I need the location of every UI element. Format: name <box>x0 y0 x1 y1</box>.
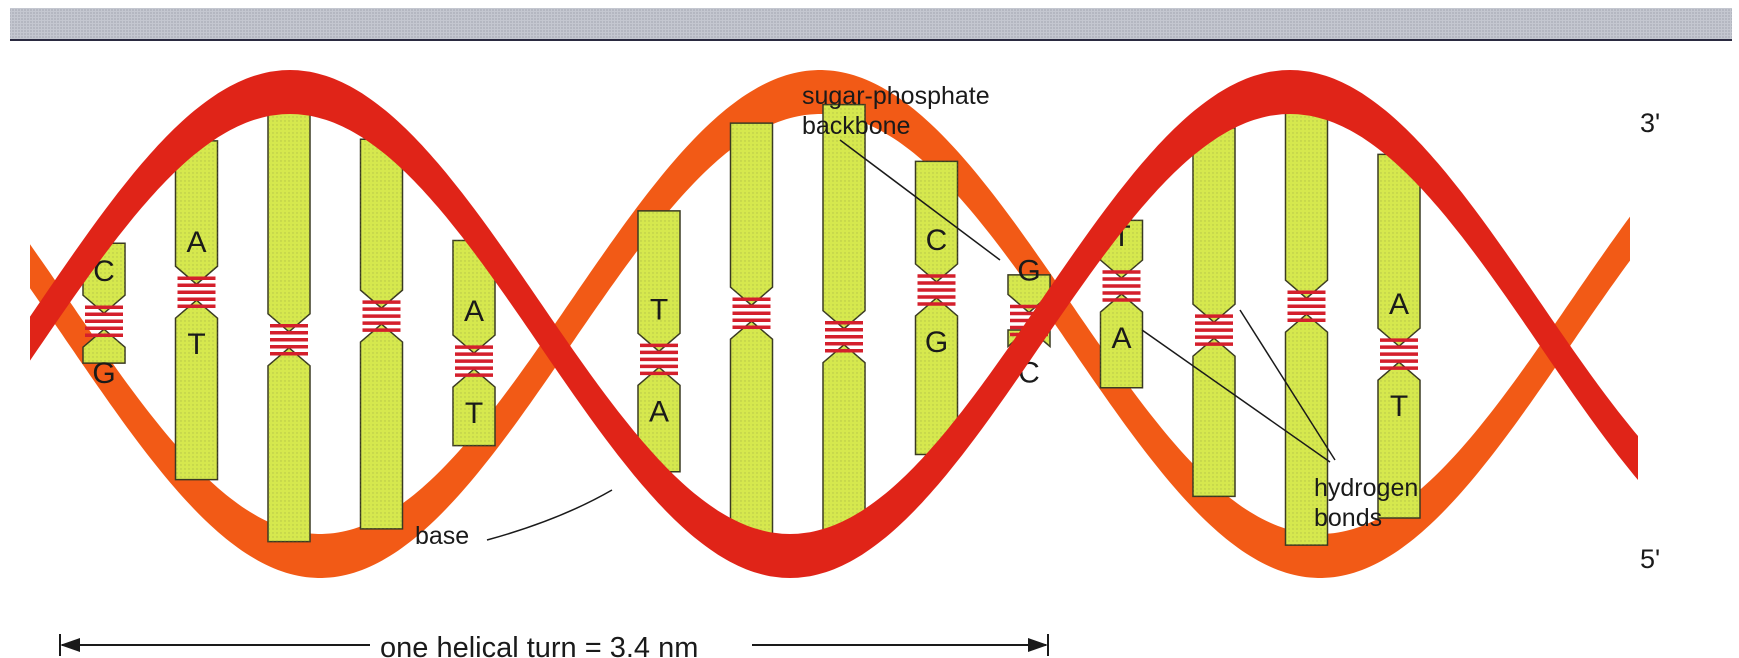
base-pair <box>823 105 865 533</box>
base-letter-top: C <box>926 224 948 257</box>
backbone-label-line2: backbone <box>802 112 910 140</box>
base-pair <box>731 123 773 539</box>
base-letter-bottom: A <box>649 395 669 428</box>
base-pair: AT <box>176 141 218 480</box>
base-letter-top: A <box>1389 288 1409 321</box>
helical-turn-arrowhead-right <box>1028 638 1048 652</box>
hydrogen-bonds-label-line2: bonds <box>1314 504 1382 532</box>
base-upper-texture <box>1286 103 1328 298</box>
base-lower-texture <box>361 324 403 529</box>
base-lower-texture <box>731 321 773 539</box>
base-upper-texture <box>638 211 680 351</box>
base-upper-texture <box>361 139 403 308</box>
base-letter-bottom: G <box>92 357 115 390</box>
hydrogen-bonds-label-line1: hydrogen <box>1314 474 1418 502</box>
base-pair: AT <box>1378 154 1420 518</box>
base-upper-texture <box>268 102 310 332</box>
base-pair <box>268 102 310 542</box>
base-pair <box>1193 128 1235 496</box>
base-letter-top: A <box>464 295 484 328</box>
base-letter-bottom: T <box>1390 390 1408 423</box>
base-leader-line <box>487 490 612 540</box>
helical-turn-label: one helical turn = 3.4 nm <box>380 632 698 658</box>
base-lower-texture <box>176 300 218 479</box>
base-letter-top: T <box>650 293 668 326</box>
base-letter-bottom: A <box>1111 322 1131 355</box>
base-upper-texture <box>731 123 773 305</box>
base-letter-bottom: T <box>187 328 205 361</box>
base-lower-texture <box>268 348 310 542</box>
backbone-label-line1: sugar-phosphate <box>802 82 990 110</box>
base-upper-texture <box>1193 128 1235 322</box>
base-letter-top: G <box>1017 254 1040 287</box>
base-label: base <box>415 522 469 550</box>
base-letter-bottom: T <box>465 397 483 430</box>
base-pair: TA <box>638 211 680 472</box>
top-border-bar <box>10 8 1732 40</box>
base-lower-texture <box>1193 338 1235 496</box>
five-prime-end-label: 5' <box>1640 544 1660 574</box>
base-letter-bottom: G <box>925 326 948 359</box>
three-prime-end-label: 3' <box>1640 108 1660 138</box>
base-lower-texture <box>823 345 865 533</box>
base-letter-top: A <box>186 226 206 259</box>
base-pair <box>361 139 403 529</box>
base-pair: CG <box>916 161 958 454</box>
helical-turn-arrowhead-left <box>60 638 80 652</box>
base-upper-texture <box>916 161 958 282</box>
